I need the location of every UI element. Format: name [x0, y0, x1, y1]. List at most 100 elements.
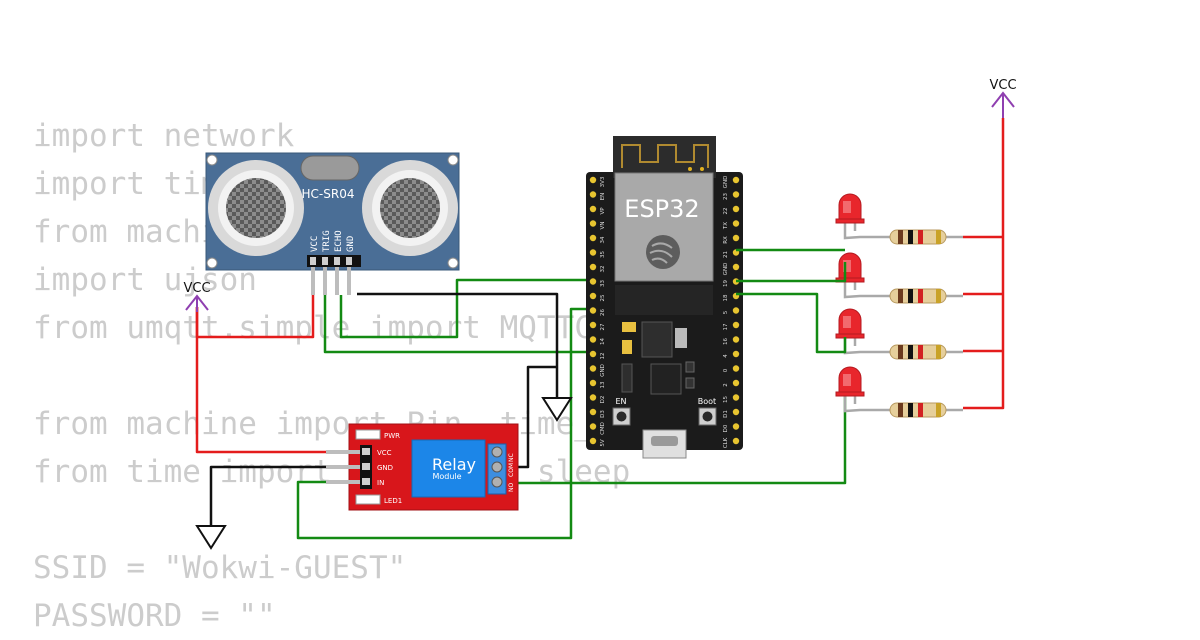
esp32-pin[interactable] [732, 365, 740, 372]
relay-subtitle: Module [432, 472, 461, 481]
sensor-leg [335, 267, 339, 295]
esp32-pin[interactable] [589, 379, 597, 387]
sensor-leg [323, 267, 327, 295]
esp32-pin[interactable] [589, 423, 597, 430]
red-led-icon[interactable] [835, 308, 865, 339]
esp32-pin[interactable] [732, 423, 740, 430]
sensor-pin-trig[interactable] [322, 257, 328, 265]
esp32-pin-label: GND [723, 263, 729, 276]
esp32-pin[interactable] [732, 379, 740, 387]
esp32-pin-label: 15 [723, 396, 729, 403]
esp32-pin[interactable] [732, 220, 740, 227]
esp32-pin[interactable] [589, 176, 597, 184]
esp32-pin-label: 4 [723, 354, 729, 358]
esp32-pin-label: 17 [723, 323, 729, 330]
esp32-pin-label: VP [600, 207, 606, 215]
esp32-pin[interactable] [732, 394, 740, 401]
esp32-pin[interactable] [589, 191, 597, 198]
esp32-pin[interactable] [589, 220, 597, 227]
led-resistor-pair [835, 252, 963, 304]
esp32-pin[interactable] [589, 234, 597, 242]
esp32-pin[interactable] [589, 307, 597, 314]
wire-relay-gnd[interactable] [209, 465, 360, 526]
led-resistor-pair [835, 308, 963, 360]
esp32-pin-label: VN [600, 222, 606, 230]
red-led-icon[interactable] [835, 252, 865, 283]
red-led-icon[interactable] [835, 366, 865, 397]
esp32-pin[interactable] [589, 350, 597, 358]
resistor-icon[interactable] [886, 344, 963, 360]
led-resistor-pair [835, 193, 963, 245]
relay-pin-in[interactable] [362, 478, 370, 485]
esp32-pin-label: 2 [723, 383, 729, 387]
resistor-icon[interactable] [886, 229, 963, 245]
red-led-icon[interactable] [835, 193, 865, 224]
wire-esp-led2[interactable] [736, 262, 847, 283]
esp32-pin-label: D1 [723, 410, 729, 418]
relay-pin-vcc[interactable] [362, 448, 370, 455]
esp32-pin[interactable] [732, 408, 740, 416]
resistor-icon[interactable] [886, 402, 963, 418]
esp32-pin-label: 14 [600, 338, 606, 345]
sensor-pin-vcc[interactable] [310, 257, 316, 265]
esp32-pin[interactable] [732, 437, 740, 445]
esp32-pin[interactable] [732, 234, 740, 242]
esp32-board[interactable]: ESP32 EN Boot 3V3ENVPVN34353233252627141… [586, 136, 743, 459]
esp32-pin[interactable] [732, 321, 740, 329]
pwr-label: PWR [384, 432, 400, 440]
esp32-pin[interactable] [589, 278, 597, 285]
esp32-pin-label: 35 [600, 251, 606, 258]
relay-pin-label-no: NO [508, 483, 515, 492]
esp32-pin-label: 26 [600, 309, 606, 316]
esp32-pin[interactable] [732, 307, 740, 314]
esp32-pin[interactable] [589, 263, 597, 271]
wire-sensor-vcc[interactable] [195, 295, 315, 339]
terminal-no[interactable] [491, 476, 503, 488]
esp32-pin-label: 13 [600, 381, 606, 388]
wire-sensor-trig[interactable] [323, 295, 598, 354]
wire-sensor-echo[interactable] [339, 278, 596, 339]
esp32-pin[interactable] [589, 408, 597, 416]
esp32-pin-label: D3 [600, 410, 606, 418]
esp32-pin[interactable] [589, 437, 597, 445]
hc-sr04-sensor[interactable]: HC-SR04 VCC TRIG ECHO GND [205, 152, 460, 295]
esp32-pin[interactable] [732, 191, 740, 198]
sensor-pin-echo[interactable] [334, 257, 340, 265]
smd-component [622, 340, 632, 354]
sensor-pin-label-trig: TRIG [322, 230, 332, 252]
esp32-pin[interactable] [589, 249, 597, 256]
terminal-com[interactable] [491, 461, 503, 473]
led-resistor-pair [835, 366, 963, 418]
led-leg [843, 336, 886, 355]
sensor-pin-gnd[interactable] [346, 257, 352, 265]
relay-module[interactable]: PWR LED1 VCC GND IN Relay Module NC COM … [348, 423, 519, 511]
esp32-pin[interactable] [732, 336, 740, 343]
usb-port-icon [651, 436, 678, 446]
esp32-pin[interactable] [589, 336, 597, 343]
wire-relay-in[interactable] [296, 307, 596, 540]
mount-hole [447, 257, 459, 269]
wire-sensor-gnd[interactable] [357, 292, 559, 398]
wire-vcc-rail[interactable] [963, 118, 1005, 410]
esp32-pin[interactable] [732, 205, 740, 213]
esp32-pin[interactable] [732, 176, 740, 184]
esp32-pin-label: CMD [600, 422, 606, 435]
esp32-pin[interactable] [589, 394, 597, 401]
esp32-pin[interactable] [589, 205, 597, 213]
esp32-pin[interactable] [732, 263, 740, 271]
esp32-pin[interactable] [589, 321, 597, 329]
esp32-pin[interactable] [589, 365, 597, 372]
wire-relay-vcc[interactable] [195, 307, 360, 454]
esp32-pin-label: 34 [600, 236, 606, 243]
esp32-pin[interactable] [732, 350, 740, 358]
relay-leads [326, 450, 360, 484]
esp32-pin[interactable] [589, 292, 597, 300]
resistor-icon[interactable] [886, 288, 963, 304]
relay-pin-gnd[interactable] [362, 463, 370, 470]
pwr-led [355, 429, 381, 440]
wire-relay-no[interactable] [497, 395, 847, 485]
wire-esp-led3[interactable] [736, 292, 847, 354]
terminal-nc[interactable] [491, 446, 503, 458]
